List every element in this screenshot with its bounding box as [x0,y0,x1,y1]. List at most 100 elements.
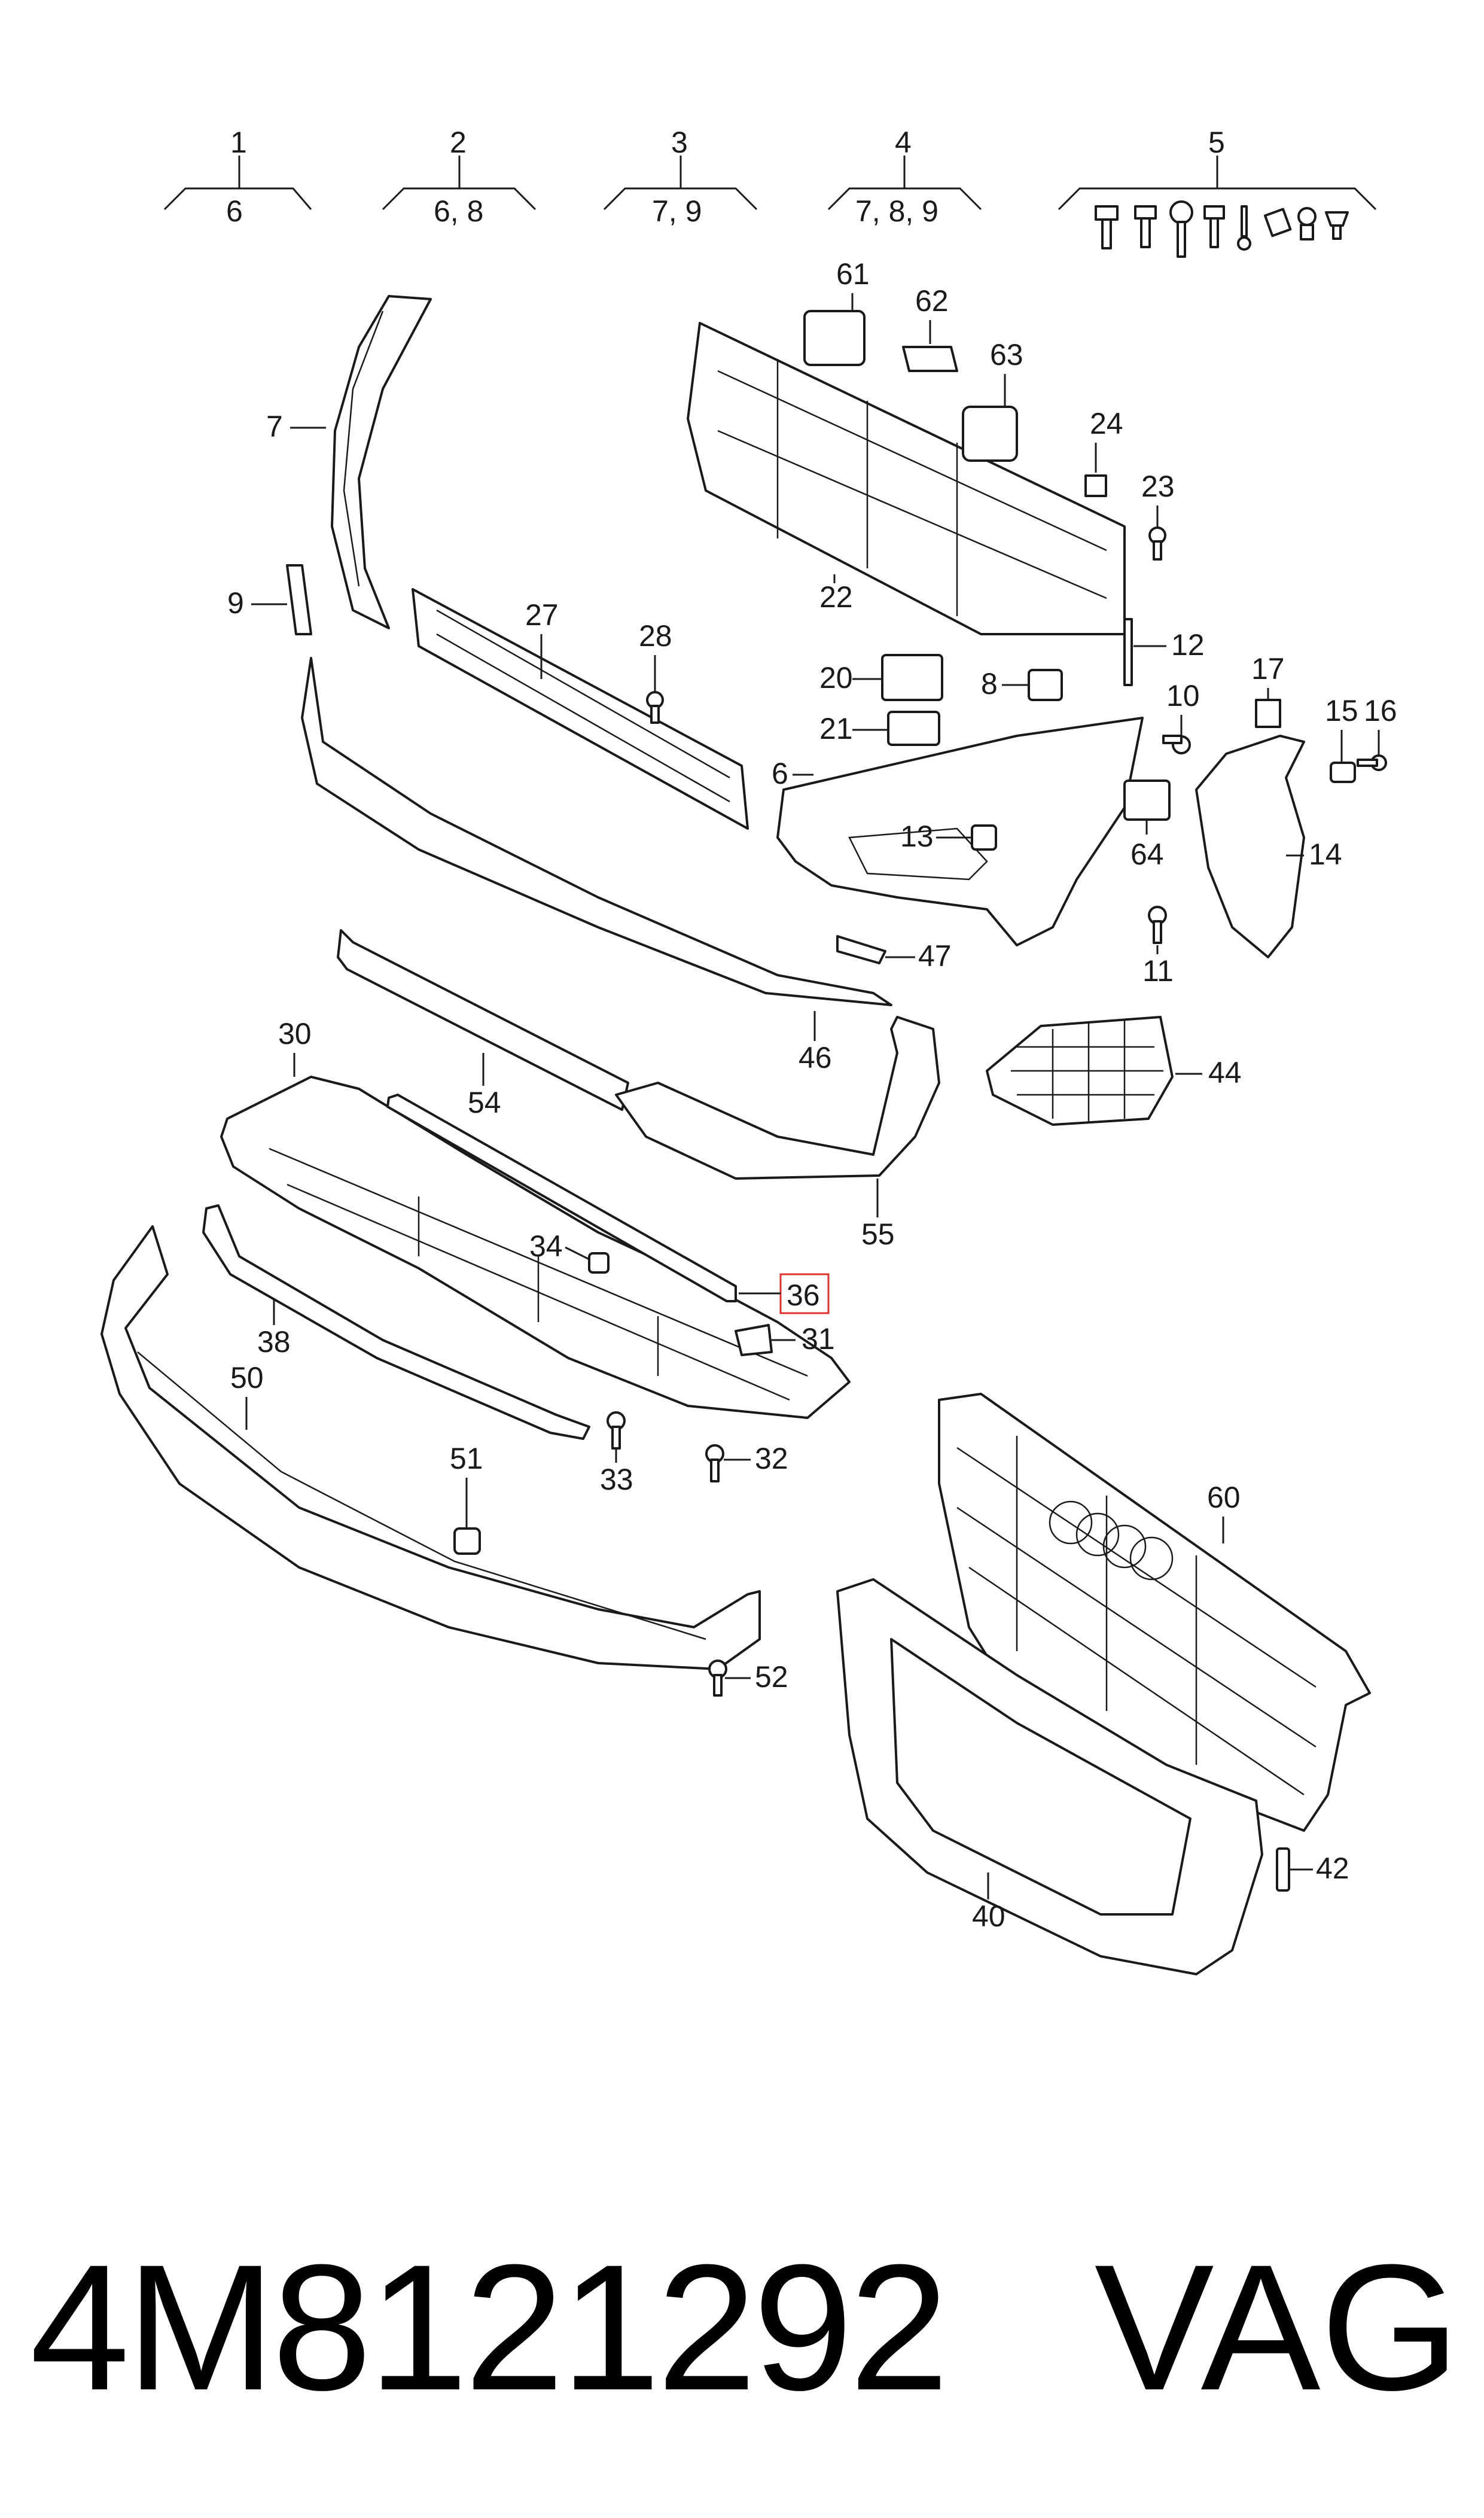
part-36-seal-strip [386,1094,737,1302]
svg-text:47: 47 [918,939,952,973]
part-8-clip [1028,669,1063,701]
fastener-set-icon [1095,200,1349,258]
svg-text:36: 36 [787,1278,820,1312]
part-46-lower-trim [301,657,892,1006]
callout-labels: 7 9 27 28 61 62 63 24 23 22 12 20 21 8 1… [227,257,1397,1933]
part-54-trim-strip [337,929,629,1111]
svg-text:17: 17 [1251,652,1285,686]
svg-text:54: 54 [468,1086,501,1119]
callout-9: 9 [227,586,287,620]
svg-text:11: 11 [1142,954,1174,988]
group-3-number: 3 [671,126,688,159]
svg-text:28: 28 [639,619,672,653]
header-group-5: 5 [1058,126,1377,258]
callout-16: 16 [1364,694,1397,755]
svg-text:10: 10 [1166,679,1200,713]
part-20-cover [881,654,943,701]
part-47-strip [836,935,886,964]
svg-text:12: 12 [1171,628,1205,662]
part-16-screw [1357,754,1387,771]
part-13-clip [971,824,997,851]
group-2-items: 6, 8 [434,194,483,228]
part-27-grille-insert [412,588,749,830]
callout-46: 46 [799,1011,832,1074]
callout-11: 11 [1142,945,1174,988]
callout-8: 8 [981,667,1029,701]
callout-50: 50 [230,1361,264,1430]
header-group-2: 2 6, 8 [382,126,537,228]
callout-7: 7 [266,410,326,443]
svg-text:16: 16 [1364,694,1397,727]
part-28-screw [646,691,664,724]
callout-34: 34 [529,1229,590,1263]
svg-text:44: 44 [1208,1056,1242,1089]
callout-17: 17 [1251,652,1285,700]
part-34-nut [588,1252,610,1274]
svg-text:27: 27 [525,598,559,632]
svg-text:42: 42 [1316,1852,1349,1885]
svg-text:64: 64 [1130,838,1164,871]
svg-text:31: 31 [802,1322,835,1356]
callout-38: 38 [257,1298,291,1359]
part-9-clip [286,564,312,635]
callout-21: 21 [819,712,888,745]
svg-text:9: 9 [227,586,244,620]
callout-64: 64 [1130,820,1164,871]
group-4-number: 4 [895,126,912,159]
callout-61: 61 [836,257,870,311]
svg-text:46: 46 [799,1041,832,1074]
header-group-4: 4 7, 8, 9 [827,126,982,228]
part-61-sensor [803,310,866,366]
callout-30: 30 [278,1017,312,1077]
callout-60: 60 [1207,1481,1241,1543]
part-14-bracket [1195,735,1305,958]
svg-text:32: 32 [755,1442,788,1475]
callout-47: 47 [885,939,952,973]
callout-40: 40 [972,1872,1005,1933]
callout-31: 31 [772,1322,835,1356]
part-21-cover [887,711,940,746]
callout-14: 14 [1286,838,1342,871]
svg-text:21: 21 [819,712,853,745]
callout-51: 51 [450,1442,483,1529]
svg-text:34: 34 [529,1229,563,1263]
part-15-nut [1330,762,1356,783]
svg-text:55: 55 [861,1217,895,1251]
svg-text:8: 8 [981,667,998,701]
group-1-items: 6 [226,194,243,228]
part-42-clip [1276,1847,1290,1892]
svg-text:52: 52 [755,1660,788,1694]
callout-13: 13 [900,820,972,853]
part-17-clip [1255,699,1281,728]
callout-54: 54 [468,1053,501,1119]
svg-text:33: 33 [600,1463,633,1496]
callout-23: 23 [1141,470,1175,526]
audi-rings-icon [1049,1500,1174,1581]
part-52-screw [708,1660,727,1697]
callout-36: 36 [739,1273,830,1314]
callout-42: 42 [1289,1852,1349,1885]
svg-text:61: 61 [836,257,870,291]
svg-text:14: 14 [1309,838,1342,871]
group-1-number: 1 [230,126,247,159]
part-10-screw [1162,735,1191,754]
svg-text:38: 38 [257,1325,291,1359]
svg-text:62: 62 [915,284,949,318]
brand-name: VAG [1094,2227,1460,2428]
svg-text:23: 23 [1141,470,1175,503]
callout-52: 52 [725,1660,788,1694]
callout-32: 32 [724,1442,788,1475]
callout-24: 24 [1090,407,1123,473]
parts [100,295,1387,1975]
part-50-bumper-lower [100,1225,761,1670]
svg-text:15: 15 [1325,694,1358,727]
svg-text:7: 7 [266,410,283,443]
callout-55: 55 [861,1179,895,1251]
part-23-screw [1148,526,1166,561]
svg-text:6: 6 [772,757,788,790]
part-38-strip [202,1204,590,1440]
part-63-radar [962,406,1018,462]
svg-text:40: 40 [972,1899,1005,1933]
header-group-1: 1 6 [163,126,312,228]
